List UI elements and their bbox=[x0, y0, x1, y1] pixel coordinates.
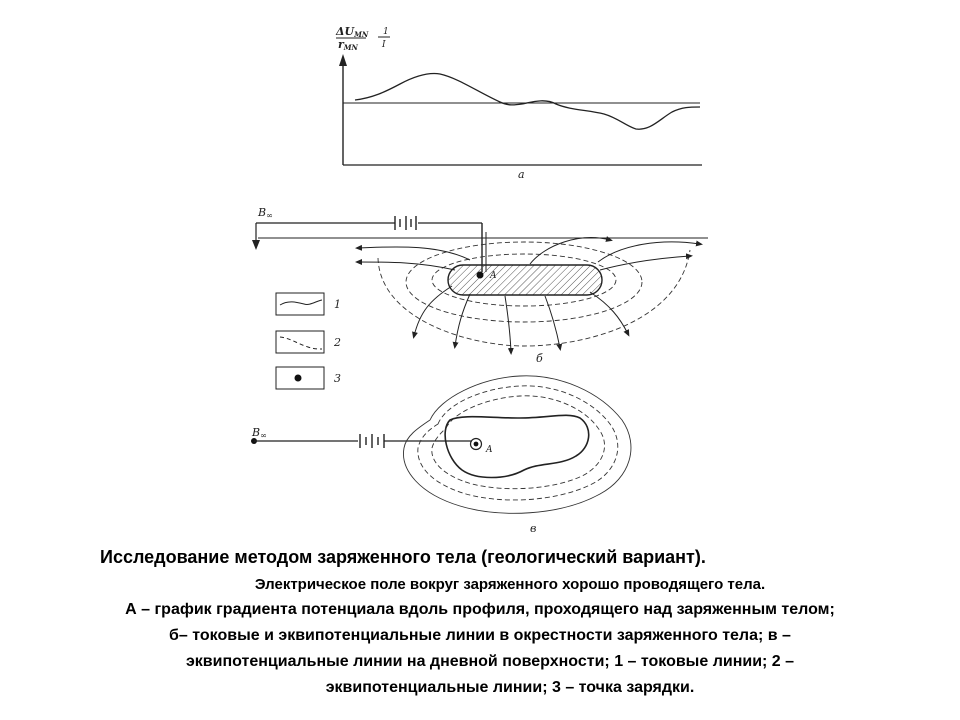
panel-b-current-lines bbox=[355, 236, 703, 355]
caption-line-5: эквипотенциальные линии; 3 – точка заряд… bbox=[325, 679, 695, 696]
panel-c-source-label: B∞ bbox=[251, 426, 267, 440]
caption-line-1: Электрическое поле вокруг заряженного хо… bbox=[254, 576, 766, 593]
panel-a-y-axis-arrow bbox=[339, 54, 347, 66]
panel-b-battery-icon bbox=[394, 216, 417, 230]
panel-c-plan-view: B∞ A в bbox=[251, 375, 632, 535]
caption-title: Исследование методом заряженного тела (г… bbox=[100, 547, 706, 567]
panel-b-charged-body bbox=[447, 264, 603, 296]
legend: 1 2 3 bbox=[275, 292, 341, 390]
legend-charge-point-icon bbox=[294, 374, 302, 382]
panel-a-y-label-numerator: ΔUMN bbox=[335, 25, 369, 39]
panel-a-profile-graph: ΔUMN rMN 1 I а bbox=[335, 25, 702, 181]
panel-a-letter: а bbox=[518, 168, 525, 181]
caption-line-4: эквипотенциальные линии на дневной повер… bbox=[185, 653, 795, 670]
caption-line-2: А – график градиента потенциала вдоль пр… bbox=[125, 601, 835, 618]
legend-current-line-icon bbox=[279, 299, 323, 306]
panel-a-fraction-num: 1 bbox=[383, 27, 389, 37]
panel-b-charge-point bbox=[476, 271, 484, 279]
panel-a-y-label-denominator: rMN bbox=[338, 38, 359, 52]
panel-b-source-label: B∞ bbox=[257, 206, 273, 220]
caption-line-3: б– токовые и эквипотенциальные линии в о… bbox=[169, 627, 791, 644]
panel-b-equipotential-lines bbox=[377, 241, 691, 347]
panel-c-battery-icon bbox=[359, 434, 385, 448]
legend-number-2: 2 bbox=[333, 336, 341, 349]
panel-c-charge-point-ring bbox=[469, 437, 483, 451]
legend-box-1 bbox=[275, 292, 325, 316]
panel-b-cross-section: B∞ A bbox=[252, 206, 708, 365]
panel-c-body-outline bbox=[444, 414, 590, 479]
legend-number-3: 3 bbox=[334, 372, 341, 385]
legend-box-3 bbox=[275, 366, 325, 390]
panel-b-wire-arrow bbox=[252, 240, 260, 250]
legend-equipotential-line-icon bbox=[279, 336, 323, 350]
geology-figure: ΔUMN rMN 1 I а B∞ bbox=[251, 25, 708, 535]
panel-b-point-label: A bbox=[489, 271, 497, 281]
legend-box-2 bbox=[275, 330, 325, 354]
panel-c-letter: в bbox=[530, 522, 536, 535]
panel-c-point-label: A bbox=[485, 445, 493, 455]
panel-a-gradient-curve bbox=[354, 72, 701, 130]
panel-b-letter: б bbox=[536, 352, 543, 365]
panel-a-fraction-den: I bbox=[381, 40, 386, 50]
legend-number-1: 1 bbox=[334, 298, 341, 311]
panel-c-equipotential-lines bbox=[403, 375, 632, 514]
panel-c-charge-point bbox=[473, 441, 479, 447]
